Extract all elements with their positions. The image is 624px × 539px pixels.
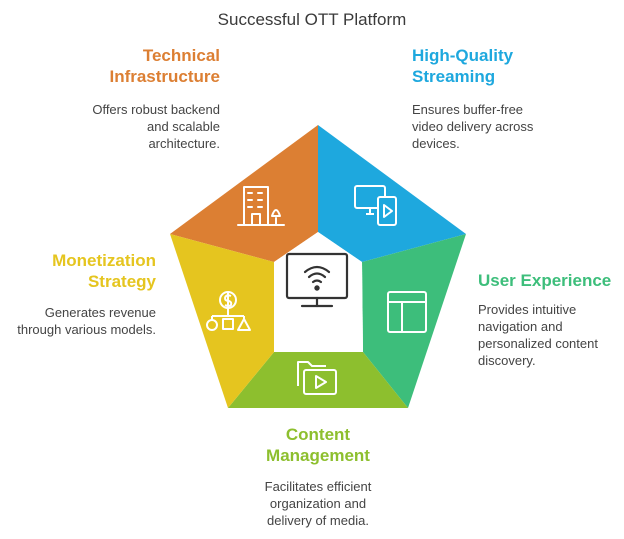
monetization-heading-line1: Monetization: [52, 251, 156, 270]
streaming-heading-line1: High-Quality: [412, 46, 514, 65]
folder-video-icon: [297, 361, 337, 395]
content-description: Facilitates efficient organization and d…: [218, 478, 418, 529]
streaming-desc-line: Ensures buffer-free: [412, 102, 524, 117]
streaming-desc-line: devices.: [412, 136, 460, 151]
technical-heading-line1: Technical: [142, 46, 220, 65]
content-desc-line: organization and: [269, 496, 367, 511]
technical-desc-line: Offers robust backend: [92, 102, 220, 117]
center-pentagon: [274, 232, 363, 352]
layout-icon: [387, 291, 427, 333]
content-heading-line1: Content: [285, 425, 351, 444]
technical-desc-line: architecture.: [148, 136, 220, 151]
technical-heading: Technical Infrastructure: [58, 45, 220, 87]
content-heading: Content Management: [218, 424, 418, 466]
experience-description: Provides intuitive navigation and person…: [478, 301, 618, 369]
experience-block: User Experience Provides intuitive navig…: [478, 270, 618, 369]
experience-heading-line1: User Experience: [478, 271, 612, 290]
experience-desc-line: discovery.: [478, 353, 536, 368]
experience-desc-line: personalized content: [478, 336, 598, 351]
streaming-heading: High-Quality Streaming: [412, 45, 592, 87]
content-desc-line: Facilitates efficient: [264, 479, 372, 494]
monetization-desc-line: through various models.: [17, 322, 156, 337]
technical-description: Offers robust backend and scalable archi…: [58, 101, 220, 152]
content-desc-line: delivery of media.: [267, 513, 369, 528]
streaming-heading-line2: Streaming: [412, 67, 496, 86]
monetization-block: Monetization Strategy Generates revenue …: [8, 250, 156, 338]
monetization-heading-line2: Strategy: [87, 272, 156, 291]
streaming-description: Ensures buffer-free video delivery acros…: [412, 101, 592, 152]
experience-heading: User Experience: [478, 270, 618, 291]
technical-heading-line2: Infrastructure: [109, 67, 220, 86]
building-icon: [237, 186, 285, 226]
diagram-title: Successful OTT Platform: [217, 10, 407, 29]
technical-desc-line: and scalable: [147, 119, 220, 134]
segment-experience: [362, 234, 466, 408]
streaming-block: High-Quality Streaming Ensures buffer-fr…: [412, 45, 592, 152]
streaming-desc-line: video delivery across: [412, 119, 534, 134]
revenue-flow-icon: [206, 291, 251, 331]
segment-streaming: [318, 125, 466, 262]
smart-tv-icon: [285, 252, 349, 308]
monetization-description: Generates revenue through various models…: [8, 304, 156, 338]
technical-block: Technical Infrastructure Offers robust b…: [58, 45, 220, 152]
monetization-desc-line: Generates revenue: [44, 305, 156, 320]
monetization-heading: Monetization Strategy: [8, 250, 156, 292]
segment-content: [228, 352, 408, 408]
devices-icon: [354, 185, 397, 226]
experience-desc-line: navigation and: [478, 319, 563, 334]
content-block: Content Management Facilitates efficient…: [218, 424, 418, 529]
content-heading-line2: Management: [266, 446, 370, 465]
experience-desc-line: Provides intuitive: [478, 302, 577, 317]
